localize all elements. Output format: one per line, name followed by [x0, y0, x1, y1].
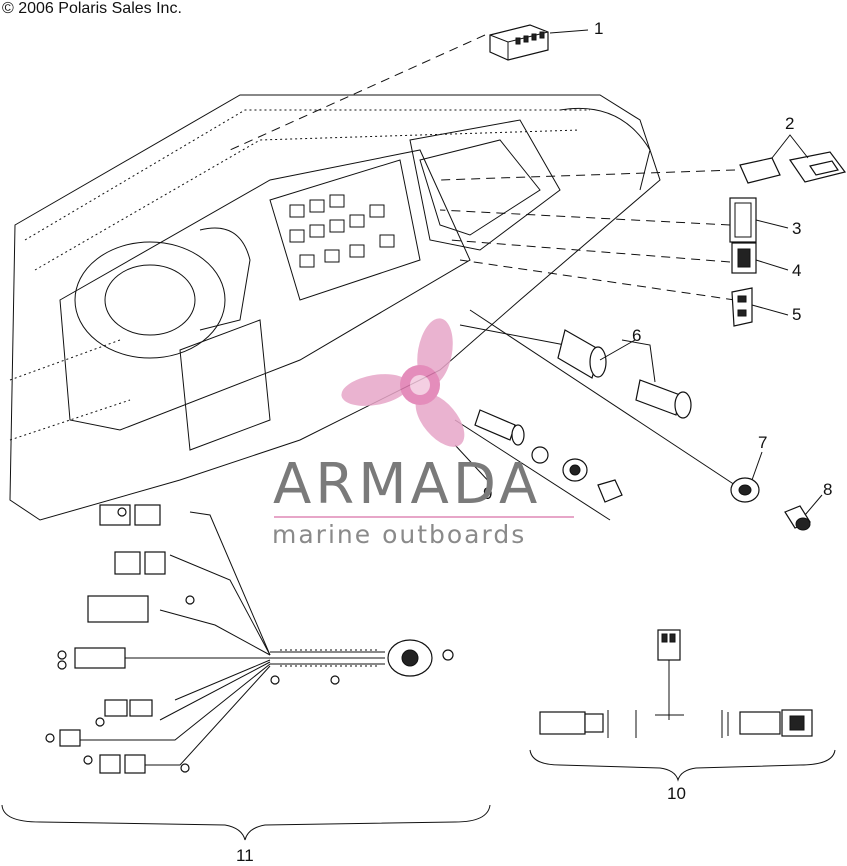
callout-6: 6: [632, 326, 642, 345]
leader-lines: [229, 34, 736, 521]
part-2-switch-caps: [739, 134, 847, 184]
part-10-adapter-harness: [539, 629, 813, 738]
callout-2: 2: [785, 114, 795, 133]
part-6-power-outlet: [557, 329, 692, 419]
part-3-bezel: [729, 197, 789, 243]
callout-7: 7: [758, 433, 768, 452]
callout-3: 3: [792, 219, 802, 238]
part-5-switch: [731, 287, 789, 327]
part-8-bulb: [784, 494, 823, 531]
watermark-tagline: marine outboards: [272, 520, 527, 549]
watermark-divider: [274, 516, 574, 518]
part-9-ignition-switch: [454, 409, 623, 503]
callout-1: 1: [594, 19, 604, 38]
part-7-nut: [730, 451, 763, 503]
callout-4: 4: [792, 261, 802, 280]
callout-9: 9: [483, 484, 493, 503]
group-brackets: [1, 749, 836, 841]
propeller-logo-icon: [341, 318, 465, 447]
part-4-rocker-switch: [731, 242, 789, 274]
watermark-brand: ARMADA: [273, 452, 542, 517]
callout-11: 11: [236, 846, 254, 865]
dashboard-outline: [9, 94, 661, 521]
callout-10: 10: [667, 784, 686, 803]
copyright-text: © 2006 Polaris Sales Inc.: [2, 0, 182, 17]
callout-5: 5: [792, 305, 802, 324]
part-1-fuse-block: [489, 24, 589, 61]
part-11-wiring-harness: [45, 504, 454, 774]
callout-8: 8: [823, 480, 833, 499]
